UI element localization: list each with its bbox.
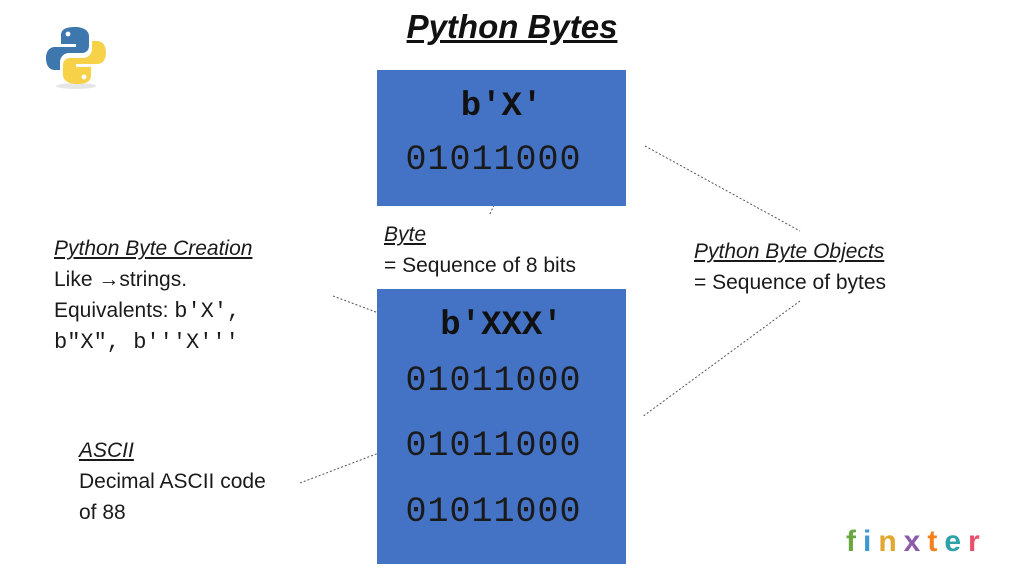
ascii-note-line-2: of 88 <box>79 501 126 524</box>
finxter-letter: n <box>878 525 904 558</box>
arrow-right-icon: → <box>98 268 120 291</box>
page-title: Python Bytes <box>406 8 618 45</box>
objects-top-connector-line <box>644 145 801 232</box>
finxter-letter: x <box>903 525 928 558</box>
bytes-row-2: 01011000 <box>405 426 582 466</box>
bytes-row-3: 01011000 <box>405 492 582 532</box>
creation-note-line-3-code: b"X", b'''X''' <box>54 330 239 355</box>
byte-bits: 01011000 <box>405 140 582 180</box>
creation-note-line-1: Like →strings. <box>54 264 344 295</box>
objects-note-text: = Sequence of bytes <box>694 271 887 294</box>
finxter-letter: i <box>863 525 879 558</box>
creation-note-heading: Python Byte Creation <box>54 237 253 260</box>
byte-label-text: = Sequence of 8 bits <box>384 254 577 277</box>
finxter-letter: f <box>846 525 863 558</box>
ascii-connector-line <box>299 447 393 484</box>
byte-label-heading: Byte <box>384 223 427 246</box>
python-logo-icon <box>44 24 108 90</box>
objects-note: Python Byte Objects = Sequence of bytes <box>694 236 994 298</box>
bytes-box: b'XXX' 01011000 01011000 01011000 <box>377 289 626 564</box>
objects-note-heading: Python Byte Objects <box>694 240 885 263</box>
creation-note-line-2-code: b'X', <box>174 299 241 324</box>
bytes-literal: b'XXX' <box>440 307 563 345</box>
creation-note-line-1-prefix: Like <box>54 268 99 291</box>
bytes-row-1: 01011000 <box>405 361 582 401</box>
ascii-note: ASCII Decimal ASCII code of 88 <box>79 435 319 528</box>
finxter-letter: t <box>927 525 945 558</box>
finxter-letter: r <box>968 525 987 558</box>
objects-bottom-connector-line <box>641 300 801 418</box>
finxter-logo: finxter <box>846 525 987 559</box>
creation-note: Python Byte Creation Like →strings. Equi… <box>54 233 344 358</box>
byte-label: Byte = Sequence of 8 bits <box>384 219 576 281</box>
ascii-note-line-1: Decimal ASCII code <box>79 470 266 493</box>
creation-note-line-2-prefix: Equivalents: <box>54 299 175 322</box>
ascii-note-heading: ASCII <box>79 439 134 462</box>
byte-literal: b'X' <box>460 88 543 126</box>
byte-box: b'X' 01011000 <box>377 70 626 206</box>
creation-note-line-1-suffix: strings. <box>119 268 188 291</box>
finxter-letter: e <box>944 525 969 558</box>
creation-note-line-2: Equivalents: b'X', <box>54 295 344 327</box>
